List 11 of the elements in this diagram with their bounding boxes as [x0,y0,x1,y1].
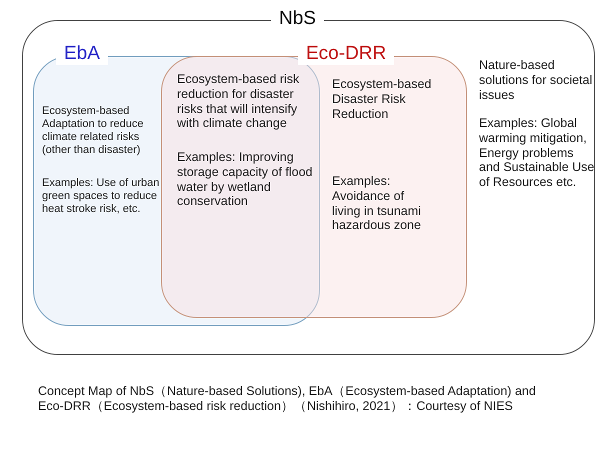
overlap-examples-text: Examples: Improving storage capacity of flood water by wetland conservation [177,150,314,209]
examples-text: Examples: Use of urban green spaces to reduce heat stroke risk, etc. [42,177,160,216]
overlap-definition-text: Ecosystem-based risk reduction for disaster risks that will intensify with climate change [177,72,300,131]
definition-text: Ecosystem-based Disaster Risk Reduction [332,77,432,122]
set-title: Eco-DRR [298,43,394,65]
set-title: EbA [56,43,108,65]
examples-text: Examples: Global warming mitigation, Energy problems and Sustainable Use of Resources etc. [479,116,596,190]
caption: Concept Map of NbS（Nature-based Solutions), EbA（Ecosystem-based Adaptation) and Eco-DRR（Ecosystem-based risk reduction）（Nishihiro, 2021）：Courtesy of NIES [38,384,537,414]
definition-text: Nature-based solutions for societal issues [479,58,594,102]
examples-text: Examples: Avoidance of living in tsunami hazardous zone [332,174,422,233]
definition-text: Ecosystem-based Adaptation to reduce climate related risks (other than disaster) [42,105,145,157]
